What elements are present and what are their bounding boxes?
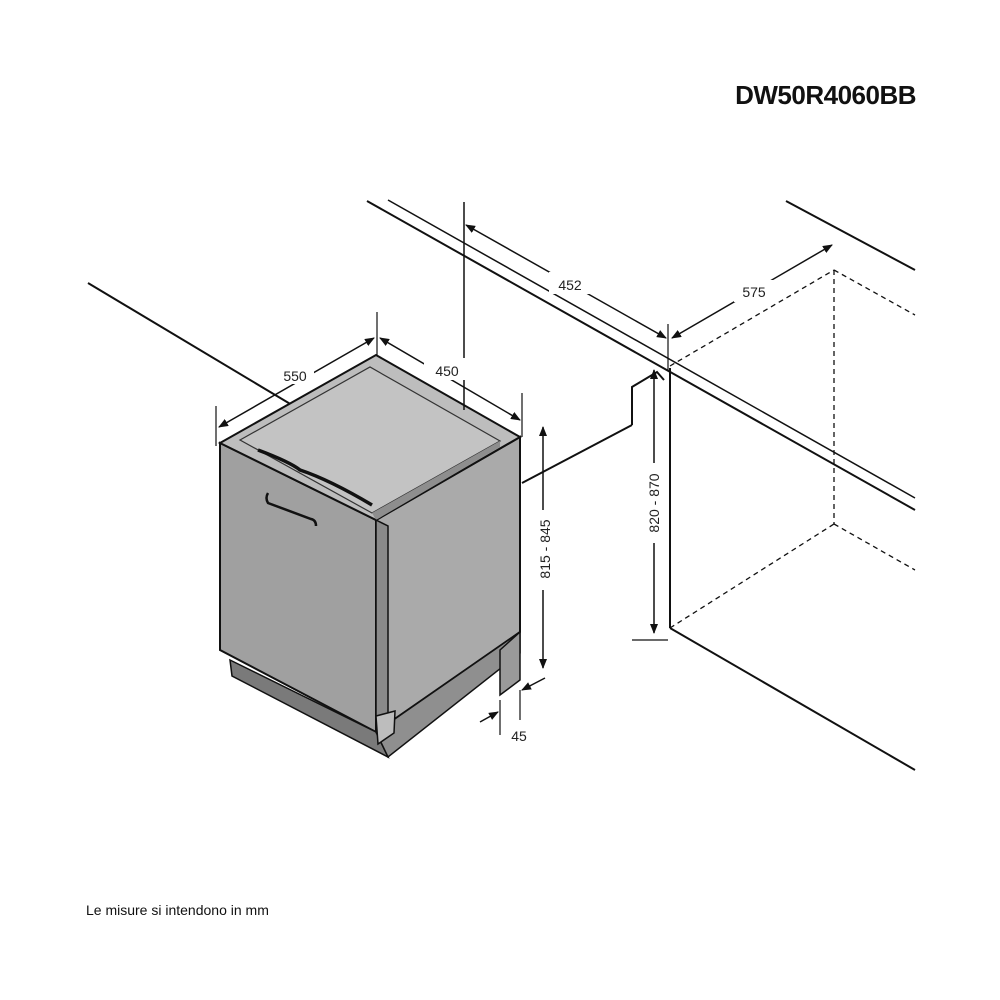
- dim-niche-height-label: 820 - 870: [646, 473, 662, 532]
- door-handle: [265, 492, 318, 527]
- dim-cabinet-depth-label: 575: [742, 284, 766, 300]
- niche-outline: [521, 269, 916, 771]
- model-title: DW50R4060BB: [735, 80, 916, 110]
- dim-width-label: 450: [435, 363, 459, 379]
- dishwasher: [217, 353, 523, 759]
- units-note: Le misure si intendono in mm: [86, 902, 269, 918]
- dim-cabinet-width-label: 452: [558, 277, 582, 293]
- dim-plinth-label: 45: [511, 728, 527, 744]
- dim-height-label: 815 - 845: [537, 519, 553, 578]
- plinth-arrow-right: [521, 677, 546, 691]
- dim-depth-label: 550: [283, 368, 307, 384]
- plinth-arrow-left: [479, 711, 499, 723]
